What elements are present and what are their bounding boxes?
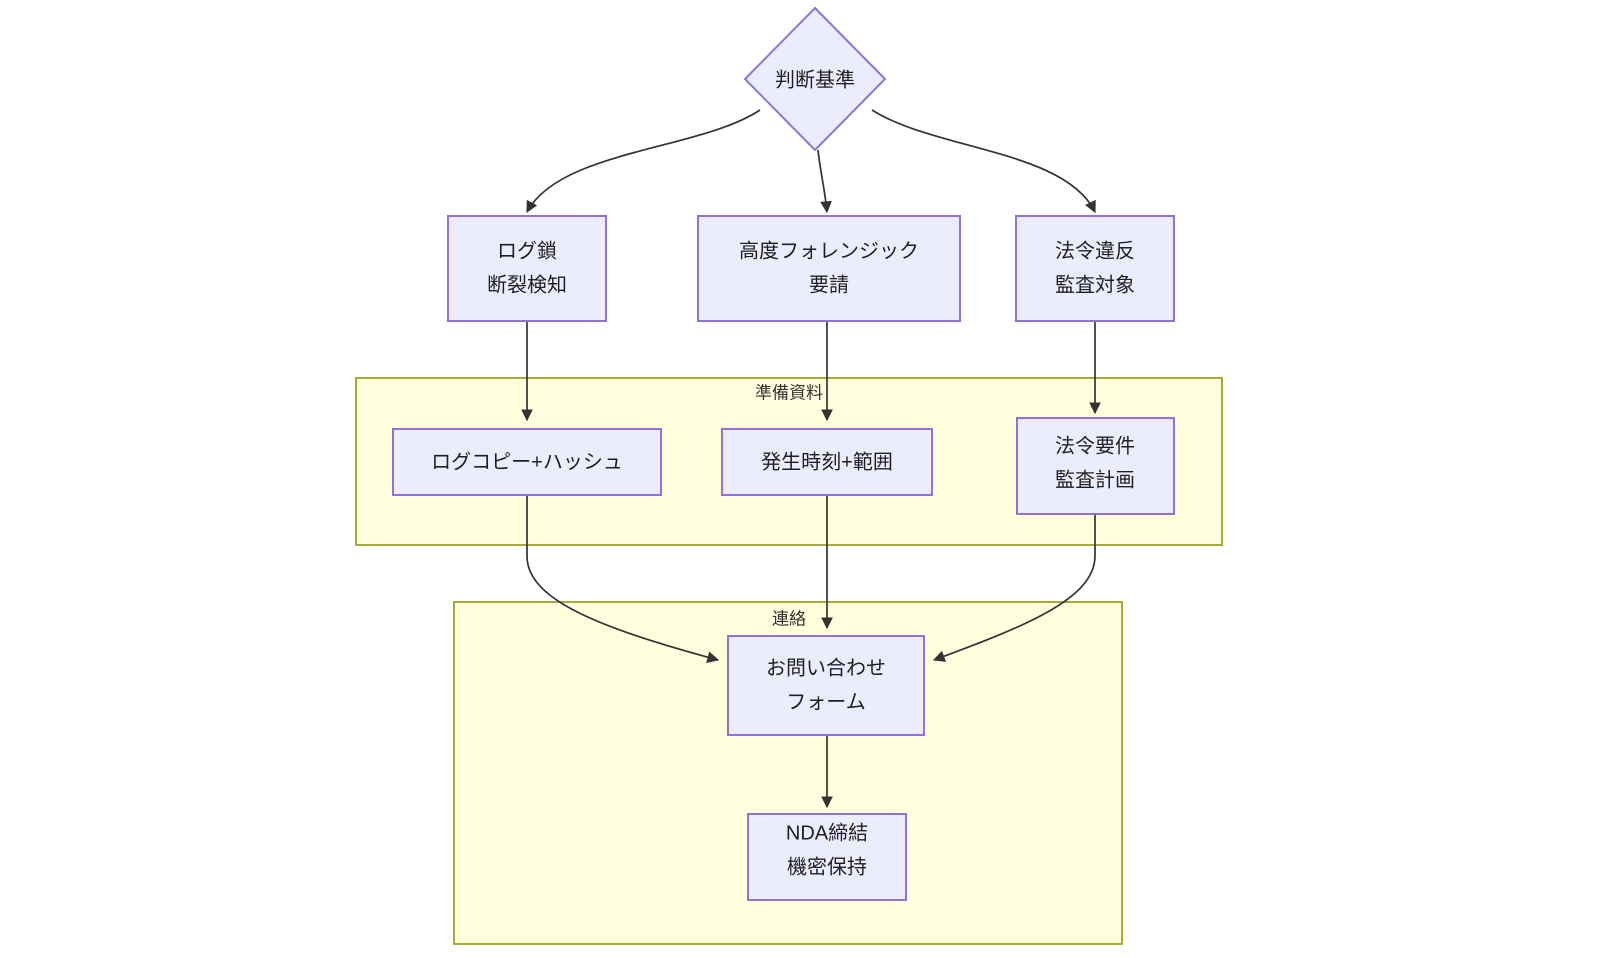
node-log-break-label-line-2: 断裂検知 <box>487 273 567 296</box>
node-log-break-shape[interactable] <box>447 215 607 322</box>
node-violation-label-line-1: 法令違反 <box>1055 239 1135 262</box>
node-time-range-shape[interactable] <box>721 428 933 496</box>
edge-decision-to-violation <box>871 109 1096 214</box>
node-forensics-shape[interactable] <box>697 215 961 322</box>
node-decision-label-line-1: 判断基準 <box>775 68 855 91</box>
edge-decision-to-log-break <box>526 109 761 214</box>
node-contact-form-shape[interactable] <box>727 635 925 736</box>
node-law-plan-shape[interactable] <box>1016 417 1175 515</box>
node-log-break[interactable]: ログ鎖 断裂検知 <box>447 215 607 322</box>
node-contact-form[interactable]: お問い合わせ フォーム <box>727 635 925 736</box>
node-violation-shape[interactable] <box>1015 215 1175 322</box>
node-law-plan[interactable]: 法令要件 監査計画 <box>1016 417 1175 515</box>
edge-log-copy-to-contact-form <box>526 494 720 663</box>
node-forensics[interactable]: 高度フォレンジック 要請 <box>697 215 961 322</box>
node-law-plan-label-line-2: 監査計画 <box>1055 468 1135 491</box>
node-law-plan-label-line-1: 法令要件 <box>1055 434 1135 457</box>
node-nda[interactable]: NDA締結 機密保持 <box>747 813 907 901</box>
edge-decision-to-forensics <box>817 149 832 214</box>
node-violation[interactable]: 法令違反 監査対象 <box>1015 215 1175 322</box>
node-time-range-label-line-1: 発生時刻+範囲 <box>761 450 893 473</box>
cluster-contact-label: 連絡 <box>772 609 806 628</box>
node-log-copy-label-line-1: ログコピー+ハッシュ <box>431 450 623 473</box>
cluster-prep-label: 準備資料 <box>755 383 823 402</box>
node-decision[interactable]: 判断基準 <box>743 6 887 152</box>
node-forensics-label-line-2: 要請 <box>809 273 849 296</box>
node-time-range[interactable]: 発生時刻+範囲 <box>721 428 933 496</box>
node-contact-form-label-line-2: フォーム <box>786 691 865 713</box>
node-nda-label-line-1: NDA締結 <box>786 821 868 844</box>
node-log-break-label-line-1: ログ鎖 <box>497 239 557 262</box>
edge-law-plan-to-contact-form <box>932 513 1096 662</box>
node-violation-label-line-2: 監査対象 <box>1055 273 1135 296</box>
node-log-copy-shape[interactable] <box>392 428 662 496</box>
node-log-copy[interactable]: ログコピー+ハッシュ <box>392 428 662 496</box>
node-decision-shape[interactable] <box>743 6 887 152</box>
node-contact-form-label-line-1: お問い合わせ <box>766 656 886 679</box>
node-nda-shape[interactable] <box>747 813 907 901</box>
node-forensics-label-line-1: 高度フォレンジック <box>739 239 919 262</box>
node-nda-label-line-2: 機密保持 <box>787 855 867 878</box>
